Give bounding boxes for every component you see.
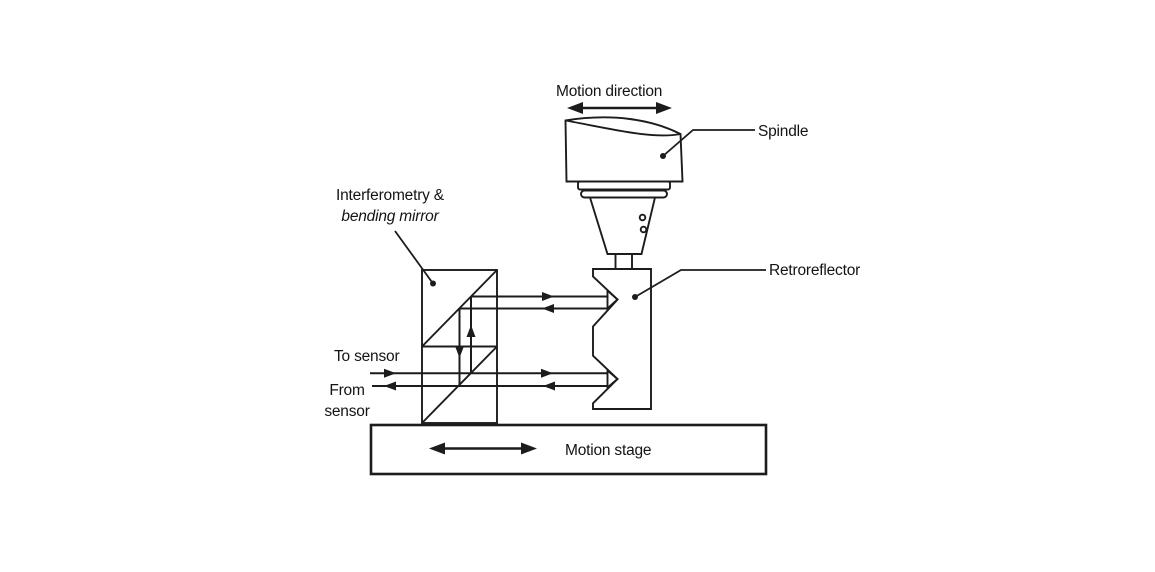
interferometry-label-line2: bending mirror xyxy=(341,207,439,225)
spindle-body xyxy=(564,116,684,183)
spindle-top-curve xyxy=(565,119,681,137)
from-sensor-label-line2: sensor xyxy=(324,402,370,420)
spindle-flange-lower xyxy=(580,189,668,199)
spindle-taper xyxy=(588,196,657,255)
beam-arrow-left xyxy=(384,381,396,391)
retroreflector-label: Retroreflector xyxy=(769,262,861,279)
retroreflector-apex-upper xyxy=(606,288,619,311)
retroreflector-body xyxy=(592,268,652,410)
beam-arrow-right xyxy=(542,292,554,301)
interferometry-label-line1: Interferometry & xyxy=(336,187,444,204)
beam-arrow-right xyxy=(384,368,396,378)
motion-direction-label: Motion direction xyxy=(556,83,663,100)
retroreflector-callout-line xyxy=(634,269,766,298)
spindle-label: Spindle xyxy=(758,123,809,140)
spindle-callout-line xyxy=(662,129,755,157)
from-sensor-label: From sensor xyxy=(311,381,383,422)
spindle-flange-upper xyxy=(577,180,671,191)
motion-arrow-right-head xyxy=(656,102,672,114)
from-sensor-label-line1: From xyxy=(329,382,365,399)
taper-hole-lower xyxy=(639,225,648,234)
spindle-group xyxy=(564,116,684,270)
beam-arrow-left xyxy=(543,381,555,391)
retroreflector-group xyxy=(592,268,652,410)
motion-arrow-left-head xyxy=(567,102,583,114)
interferometry-label: Interferometry & bending mirror xyxy=(316,186,464,227)
motion-stage-body xyxy=(369,423,768,476)
stage-arrow-right-head xyxy=(521,442,537,455)
motion-direction-arrow xyxy=(567,102,672,114)
beam-arrow-down xyxy=(455,346,464,358)
retroreflector-apex-lower xyxy=(606,368,619,390)
motion-stage-group xyxy=(369,423,768,476)
motion-stage-label: Motion stage xyxy=(565,442,652,459)
interferometry-callout-line xyxy=(394,230,434,285)
taper-hole-upper xyxy=(638,213,647,222)
to-sensor-label: To sensor xyxy=(334,348,400,365)
beam-arrow-right xyxy=(541,368,553,378)
stage-arrow-left-head xyxy=(429,442,445,455)
beam-arrow-up xyxy=(466,325,476,337)
spindle-shaft xyxy=(614,253,633,270)
beam-arrow-left xyxy=(542,304,554,313)
laser-beams xyxy=(370,292,608,391)
callout-lines xyxy=(394,129,766,300)
